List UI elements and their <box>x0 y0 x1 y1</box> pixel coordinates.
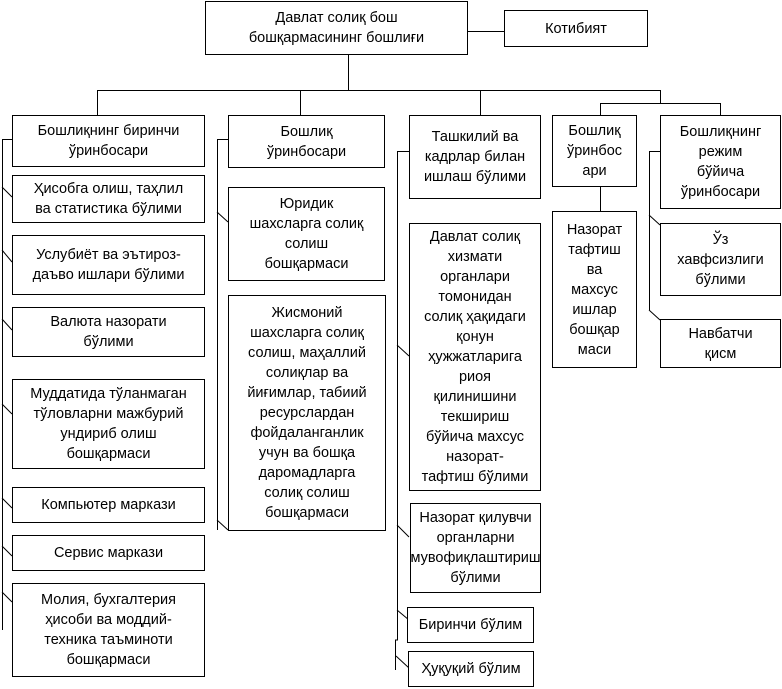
unit-box[interactable]: Ҳисобга олиш, таҳлил ва статистика бўлим… <box>12 175 205 223</box>
unit-box[interactable]: Компьютер маркази <box>12 487 205 523</box>
personnel-dept-title: Ташкилий ва кадрлар билан ишлаш бўлими <box>423 129 527 185</box>
unit-box[interactable]: Давлат солиқ хизмати органлари томонидан… <box>409 223 541 491</box>
unit-box[interactable]: Молия, бухгалтерия ҳисоби ва моддий- тех… <box>12 583 205 677</box>
unit-box[interactable]: Муддатида тўланмаган тўловларни мажбурий… <box>12 379 205 469</box>
unit-label: Юридик шахсларга солиқ солиш бошқармаси <box>249 196 364 272</box>
personnel-dept-box[interactable]: Ташкилий ва кадрлар билан ишлаш бўлими <box>409 115 541 199</box>
unit-box[interactable]: Услубиёт ва эътироз- даъво ишлари бўлими <box>12 235 205 295</box>
unit-box[interactable]: Юридик шахсларга солиқ солиш бошқармаси <box>228 187 385 281</box>
deputy-title: Бошлиқ ўринбосари <box>266 123 347 160</box>
unit-box[interactable]: Навбатчи қисм <box>660 319 781 368</box>
regime-deputy-box[interactable]: Бошлиқнинг режим бўйича ўринбосари <box>660 115 781 209</box>
first-deputy-box[interactable]: Бошлиқнинг биринчи ўринбосари <box>12 115 205 167</box>
regime-deputy-title: Бошлиқнинг режим бўйича ўринбосари <box>679 124 762 200</box>
unit-label: Ҳуқуқий бўлим <box>421 661 521 677</box>
deputy-box[interactable]: Бошлиқ ўринбосари <box>228 115 385 168</box>
unit-label: Сервис маркази <box>53 545 164 561</box>
unit-box[interactable]: Валюта назорати бўлими <box>12 307 205 357</box>
secretariat-box[interactable]: Котибият <box>504 10 648 47</box>
unit-label: Компьютер маркази <box>41 497 176 513</box>
unit-label: Услубиёт ва эътироз- даъво ишлари бўлими <box>32 247 185 283</box>
unit-label: Навбатчи қисм <box>688 325 753 362</box>
unit-label: Муддатида тўланмаган тўловларни мажбурий… <box>30 386 187 462</box>
unit-box[interactable]: Жисмоний шахсларга солиқ солиш, маҳаллий… <box>228 295 386 531</box>
unit-label: Назорат қилувчи органларни мувофиқлаштир… <box>410 510 541 586</box>
unit-label: Валюта назорати бўлими <box>50 314 167 350</box>
deputy-2-title: Бошлиқ ўринбос ари <box>566 123 623 179</box>
unit-box[interactable]: Сервис маркази <box>12 535 205 571</box>
unit-label: Назорат тафтиш ва махсус ишлар бошқар ма… <box>566 221 623 358</box>
unit-label: Биринчи бўлим <box>418 617 523 633</box>
unit-box[interactable]: Назорат тафтиш ва махсус ишлар бошқар ма… <box>552 211 637 368</box>
head-box[interactable]: Давлат солиқ бош бошқармасининг бошлиғи <box>205 1 468 55</box>
unit-label: Молия, бухгалтерия ҳисоби ва моддий- тех… <box>41 592 176 668</box>
first-deputy-title: Бошлиқнинг биринчи ўринбосари <box>37 123 180 159</box>
secretariat-label: Котибият <box>545 20 607 37</box>
head-title: Давлат солиқ бош бошқармасининг бошлиғи <box>248 10 425 46</box>
unit-label: Ҳисобга олиш, таҳлил ва статистика бўлим… <box>33 181 184 217</box>
unit-box[interactable]: Назорат қилувчи органларни мувофиқлаштир… <box>410 503 541 593</box>
unit-box[interactable]: Ҳуқуқий бўлим <box>408 651 534 687</box>
unit-label: Жисмоний шахсларга солиқ солиш, маҳаллий… <box>247 305 367 521</box>
unit-label: Ўз хавфсизлиги бўлими <box>677 231 764 288</box>
unit-label: Давлат солиқ хизмати органлари томонидан… <box>421 229 529 485</box>
unit-box[interactable]: Биринчи бўлим <box>407 607 534 643</box>
deputy-2-box[interactable]: Бошлиқ ўринбос ари <box>552 115 637 187</box>
unit-box[interactable]: Ўз хавфсизлиги бўлими <box>660 223 781 296</box>
